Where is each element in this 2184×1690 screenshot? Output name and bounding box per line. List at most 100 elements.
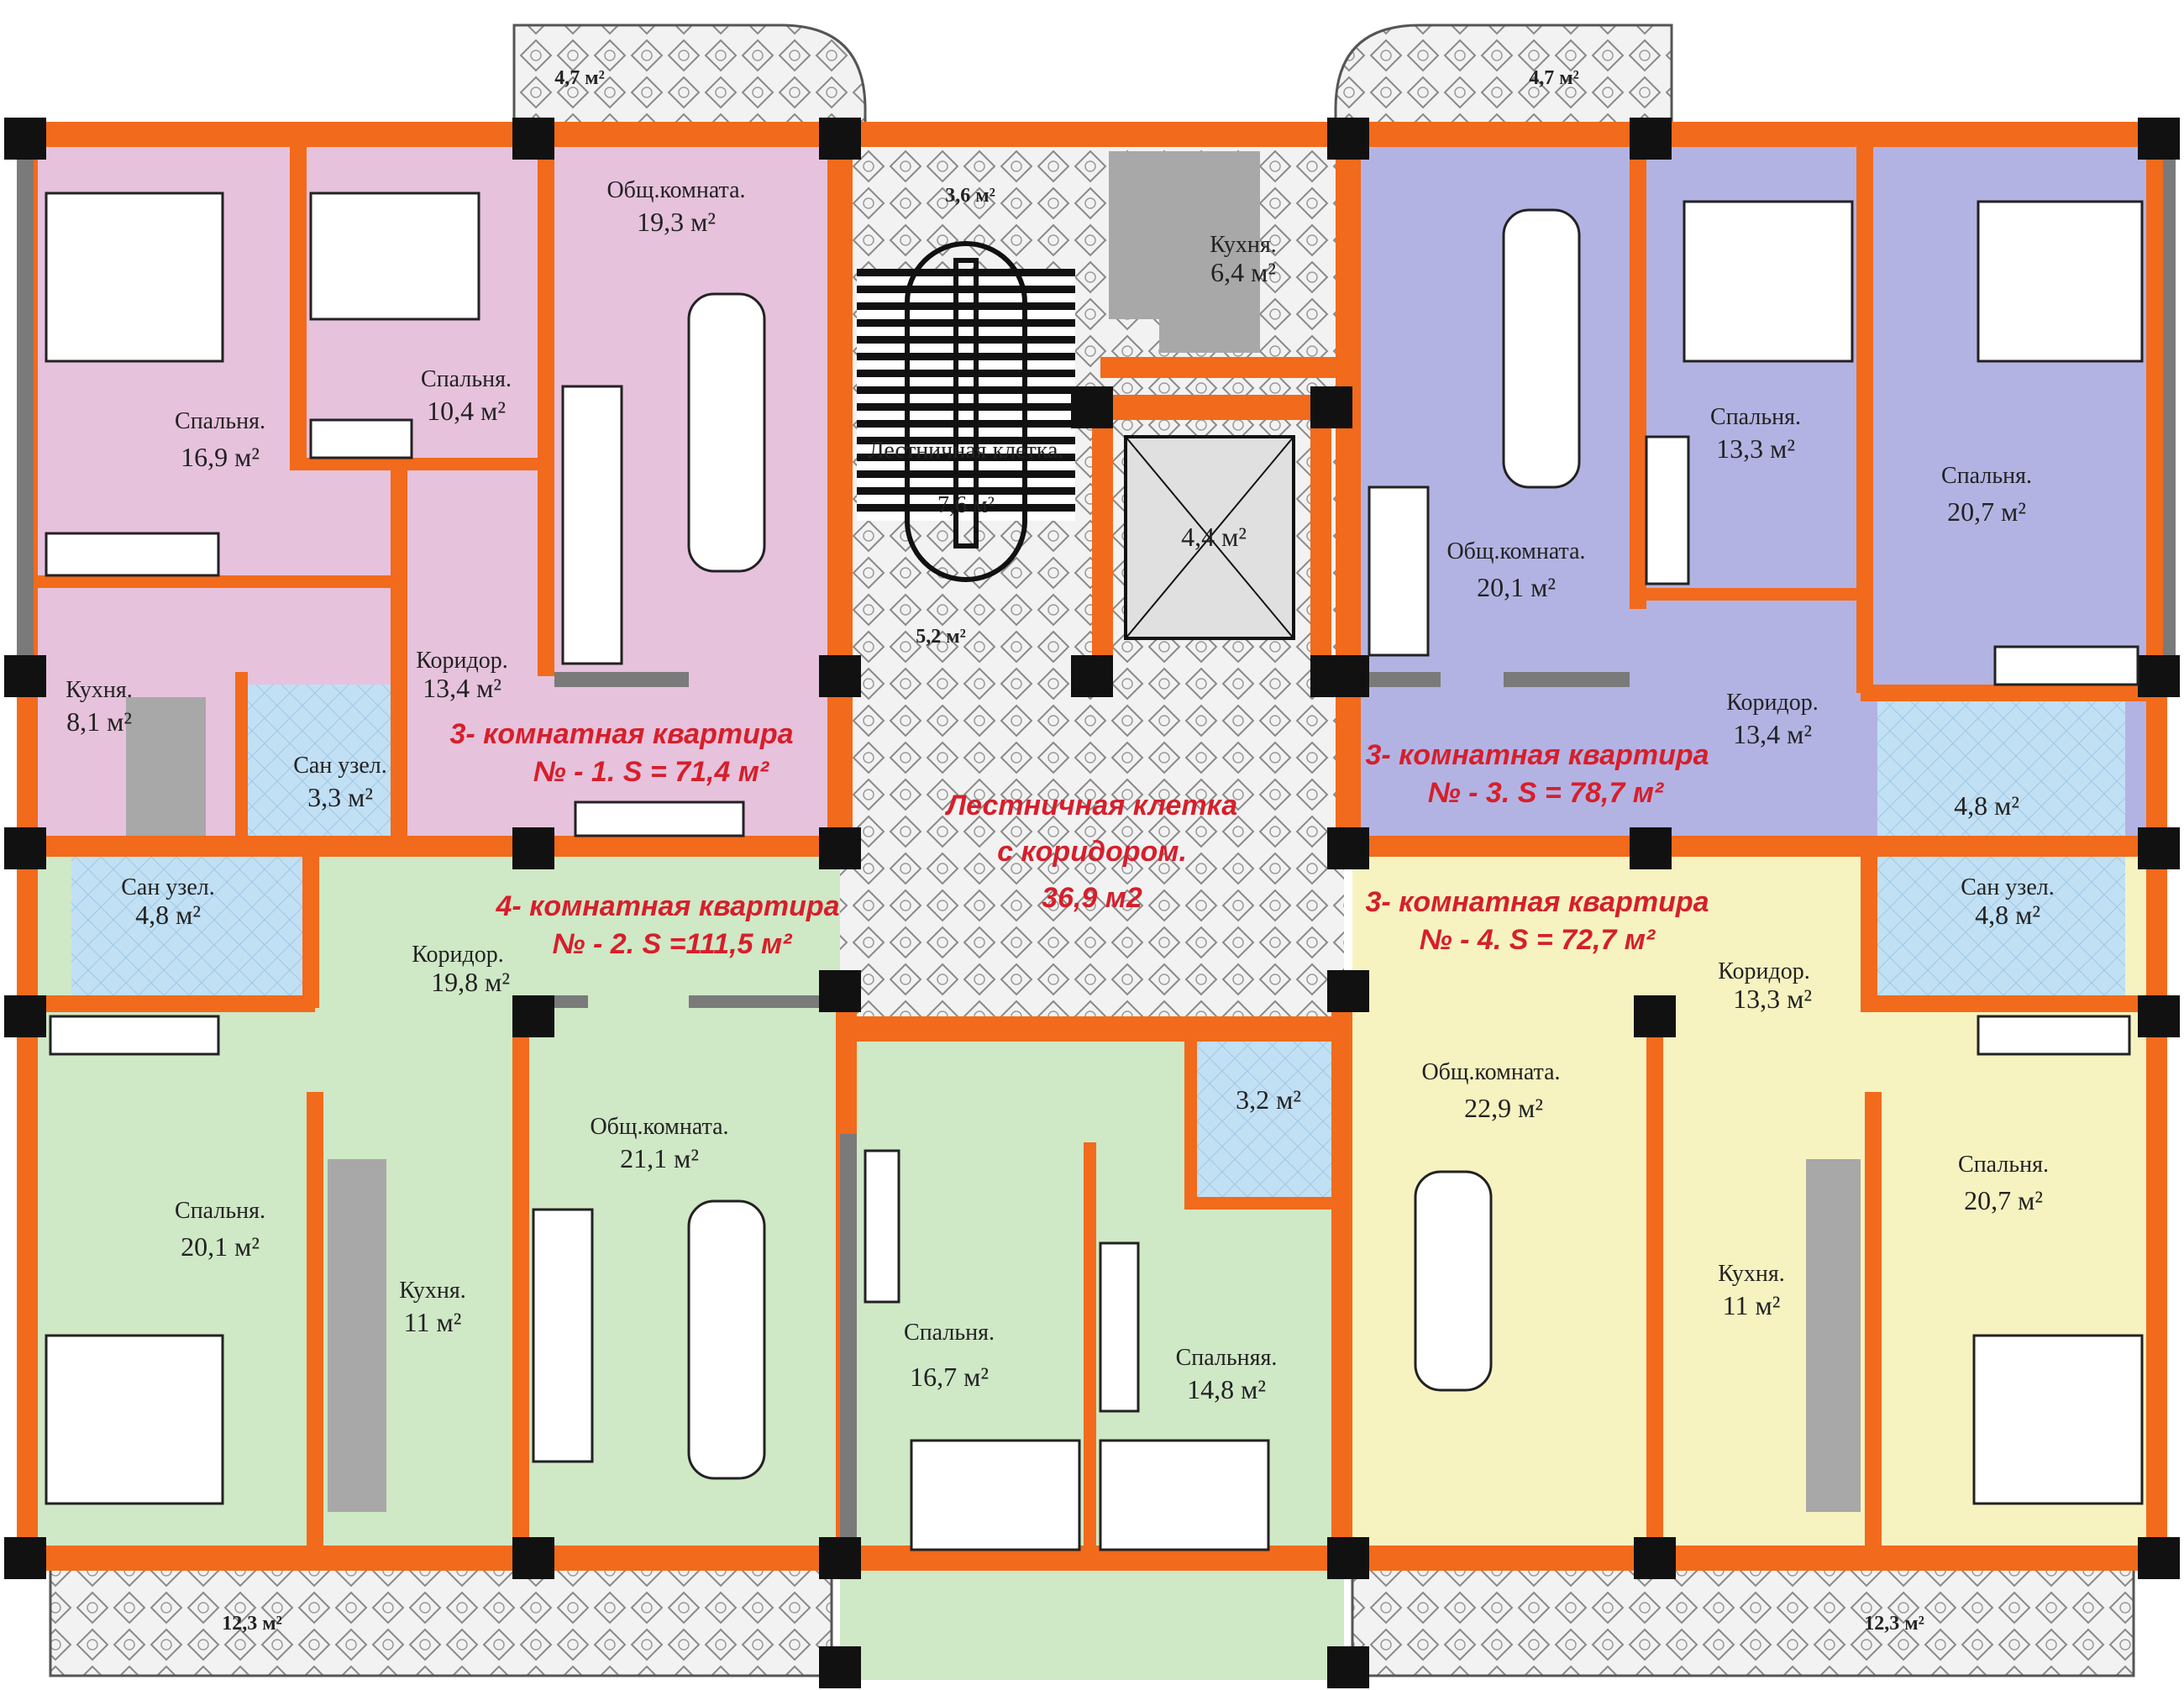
bed bbox=[309, 192, 480, 321]
common-title: Лестничная клетка bbox=[944, 790, 1237, 821]
columns bbox=[4, 118, 2180, 1688]
bed bbox=[1099, 1439, 1270, 1551]
bath-apt3 bbox=[1877, 697, 2125, 840]
balcony-top-left bbox=[512, 24, 867, 136]
wardrobe bbox=[574, 800, 745, 837]
room-area: 8,1 м² bbox=[66, 706, 132, 737]
room-name: Общ.комната. bbox=[1446, 538, 1585, 564]
dining-table bbox=[1502, 208, 1581, 489]
bed bbox=[1972, 1334, 2144, 1505]
wardrobe bbox=[45, 532, 220, 577]
room-name: Сан узел. bbox=[1961, 874, 2055, 900]
room-area: 10,4 м² bbox=[427, 396, 506, 426]
apt1-subtitle: № - 1. S = 71,4 м² bbox=[533, 756, 770, 788]
room-name: Коридор. bbox=[416, 648, 508, 674]
room-area: 20,7 м² bbox=[1964, 1185, 2043, 1215]
room-area: 13,3 м² bbox=[1733, 984, 1812, 1014]
room-area: 21,1 м² bbox=[620, 1143, 699, 1173]
apt2-subtitle: № - 2. S =111,5 м² bbox=[553, 928, 794, 960]
room-name: Спальняя. bbox=[1176, 1345, 1278, 1371]
bed bbox=[1683, 200, 1854, 363]
room-area: 22,9 м² bbox=[1464, 1093, 1543, 1123]
bed bbox=[45, 192, 224, 363]
room-name: Спальня. bbox=[904, 1320, 995, 1346]
balcony-area: 4,7 м² bbox=[1529, 67, 1579, 89]
stair-flight bbox=[857, 269, 1075, 521]
room-name: Общ.комната. bbox=[590, 1114, 728, 1140]
sofa bbox=[532, 1208, 594, 1463]
apt3-title: 3- комнатная квартира bbox=[1365, 739, 1709, 771]
room-name: Кухня. bbox=[1210, 232, 1276, 258]
room-name: Кухня. bbox=[66, 677, 132, 703]
bath-apt1 bbox=[248, 685, 403, 836]
room-area: 4,8 м² bbox=[135, 900, 201, 930]
room-area: 3,3 м² bbox=[307, 782, 373, 812]
room-area: 13,3 м² bbox=[1716, 433, 1795, 464]
room-area: 4,8 м² bbox=[1975, 900, 2040, 930]
bed bbox=[45, 1334, 224, 1505]
dining-table bbox=[1414, 1170, 1493, 1392]
room-name: Спальня. bbox=[1958, 1152, 2049, 1178]
bed bbox=[910, 1439, 1081, 1551]
stair-area: 7,6 м² bbox=[937, 492, 995, 518]
room-name: Спальня. bbox=[1941, 463, 2032, 489]
landing-area: 3,6 м² bbox=[945, 185, 995, 207]
room-name: Кухня. bbox=[1718, 1261, 1784, 1287]
landing-area: 5,2 м² bbox=[916, 626, 966, 648]
balcony-area: 12,3 м² bbox=[222, 1613, 282, 1635]
room-name: Спальня. bbox=[175, 408, 265, 434]
balcony-bottom-left bbox=[49, 1556, 833, 1677]
wardrobe bbox=[1977, 1015, 2131, 1056]
room-name: Коридор. bbox=[1718, 958, 1810, 984]
common-subtitle: с коридором. bbox=[997, 836, 1187, 868]
wardrobe bbox=[1993, 645, 2139, 686]
common-area: 36,9 м2 bbox=[1042, 882, 1142, 914]
bath-apt2 bbox=[71, 857, 315, 1000]
room-area: 11 м² bbox=[1723, 1290, 1781, 1320]
wardrobe bbox=[309, 418, 413, 459]
room-area: 20,1 м² bbox=[1477, 572, 1556, 602]
room-name: Спальня. bbox=[1710, 404, 1801, 430]
balcony-top-right bbox=[1334, 24, 1673, 136]
wardrobe bbox=[1645, 435, 1690, 585]
room-area: 19,3 м² bbox=[637, 207, 716, 237]
room-area: 20,7 м² bbox=[1947, 496, 2026, 527]
room-area: 13,4 м² bbox=[1733, 719, 1812, 749]
balcony-bottom-right bbox=[1351, 1556, 2135, 1677]
room-area: 20,1 м² bbox=[181, 1231, 260, 1262]
room-area: 16,9 м² bbox=[181, 442, 260, 472]
furniture bbox=[45, 192, 2144, 1551]
room-name: Спальня. bbox=[175, 1198, 265, 1224]
room-area: 14,8 м² bbox=[1187, 1374, 1266, 1404]
balcony-area: 12,3 м² bbox=[1864, 1613, 1924, 1635]
apt4-title: 3- комнатная квартира bbox=[1365, 886, 1709, 918]
room-name: Спальня. bbox=[421, 366, 512, 392]
sofa bbox=[1368, 485, 1430, 657]
apt1-title: 3- комнатная квартира bbox=[449, 718, 793, 750]
room-name: Общ.комната. bbox=[1421, 1059, 1560, 1085]
room-name: Коридор. bbox=[412, 942, 504, 968]
room-area: 16,7 м² bbox=[910, 1362, 989, 1392]
wardrobe bbox=[864, 1149, 900, 1304]
bed bbox=[1977, 200, 2144, 363]
bath-apt4 bbox=[1877, 857, 2125, 1000]
room-name: Общ.комната. bbox=[606, 177, 745, 203]
room-name: Кухня. bbox=[399, 1278, 465, 1304]
elevator-area: 4,4 м² bbox=[1181, 522, 1247, 552]
room-area: 13,4 м² bbox=[423, 673, 501, 703]
room-area: 3,2 м² bbox=[1236, 1084, 1301, 1115]
sofa bbox=[561, 385, 623, 665]
dining-table bbox=[687, 1199, 766, 1480]
room-area: 19,8 м² bbox=[431, 967, 510, 997]
stair-name: Лестничная клетка. bbox=[869, 438, 1064, 464]
room-name: Сан узел. bbox=[293, 753, 387, 779]
room-name: Сан узел. bbox=[121, 874, 215, 900]
room-area: 4,8 м² bbox=[1954, 790, 2019, 821]
dining-table bbox=[687, 292, 766, 573]
room-area: 11 м² bbox=[404, 1307, 462, 1337]
apt4-subtitle: № - 4. S = 72,7 м² bbox=[1420, 924, 1656, 956]
bath-small bbox=[1193, 1037, 1336, 1205]
wardrobe bbox=[49, 1015, 220, 1056]
room-name: Коридор. bbox=[1726, 690, 1819, 716]
apt2-title: 4- комнатная квартира bbox=[495, 890, 839, 922]
